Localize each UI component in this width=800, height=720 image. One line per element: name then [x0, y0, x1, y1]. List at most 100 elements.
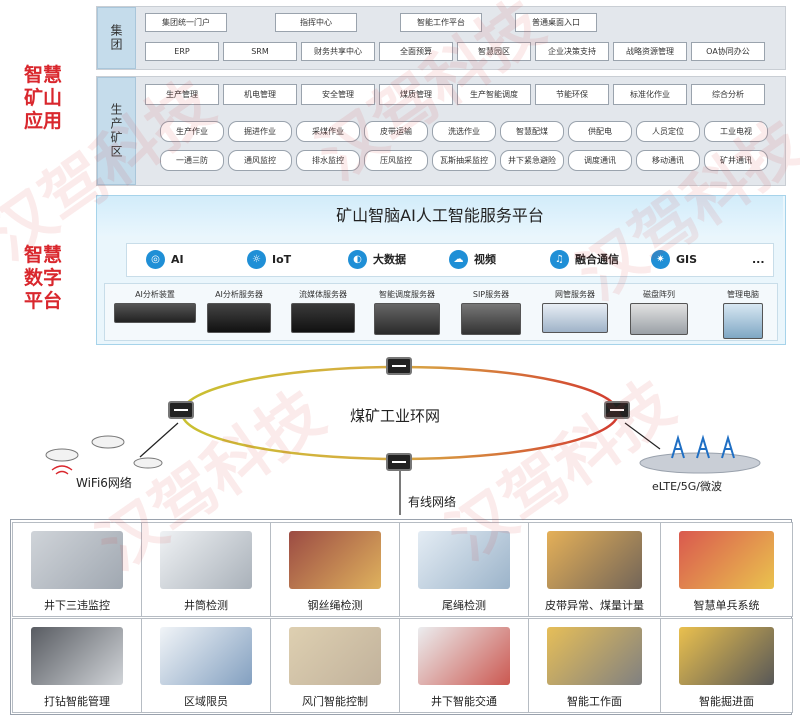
device-label: 智能调度服务器	[379, 290, 435, 299]
capability-label: GIS	[676, 252, 698, 266]
wireless-base	[639, 452, 761, 474]
wifi-label: WiFi6网络	[76, 476, 132, 490]
ai-capability-item: ☼ IoT	[247, 249, 291, 269]
mine-app-box: 生产智能调度	[457, 84, 531, 105]
application-label: 区域限员	[184, 695, 228, 708]
application-image	[160, 531, 252, 589]
group-app-box: 智能工作平台	[400, 13, 482, 32]
group-app-box: 全面预算	[379, 42, 453, 61]
device-item: AI分析装置	[112, 289, 198, 323]
capability-label: 融合通信	[575, 253, 619, 266]
device-label: AI分析装置	[135, 290, 175, 299]
device-image	[630, 303, 688, 335]
device-image	[723, 303, 763, 339]
mine-process-box: 皮带运输	[364, 121, 428, 142]
device-image	[207, 303, 271, 333]
device-label: 磁盘阵列	[643, 290, 675, 299]
device-label: SIP服务器	[472, 290, 510, 299]
bottom-application-cell: 钢丝绳检测	[270, 522, 400, 617]
mine-process-box: 移动通讯	[636, 150, 700, 171]
application-label: 智能掘进面	[699, 695, 754, 708]
mine-process-box: 调度通讯	[568, 150, 632, 171]
capability-icon: ♫	[550, 249, 569, 269]
capability-icon: ◐	[348, 249, 367, 269]
mine-app-box: 综合分析	[691, 84, 765, 105]
application-label: 尾绳检测	[442, 599, 486, 612]
group-app-box: OA协同办公	[691, 42, 765, 61]
application-image	[418, 531, 510, 589]
mine-app-box: 生产管理	[145, 84, 219, 105]
group-app-box: 企业决策支持	[535, 42, 609, 61]
application-image	[160, 627, 252, 685]
application-label: 打钻智能管理	[44, 695, 110, 708]
device-image	[291, 303, 355, 333]
capability-label: AI	[171, 252, 184, 266]
ring-switch-right	[604, 401, 630, 419]
application-image	[31, 531, 123, 589]
bottom-application-cell: 智能掘进面	[660, 618, 793, 713]
application-label: 井下智能交通	[431, 695, 497, 708]
bottom-application-cell: 皮带异常、煤量计量	[528, 522, 661, 617]
capability-label: 大数据	[373, 253, 406, 266]
device-image	[374, 303, 440, 335]
wireless-label: eLTE/5G/微波	[652, 480, 722, 493]
bottom-application-cell: 区域限员	[141, 618, 271, 713]
mine-label: 生产矿区	[97, 77, 136, 185]
group-app-box: 集团统一门户	[145, 13, 227, 32]
application-label: 井下三违监控	[44, 599, 110, 612]
application-label: 井筒检测	[184, 599, 228, 612]
device-item: AI分析服务器	[196, 289, 282, 333]
application-label: 智能工作面	[567, 695, 622, 708]
application-image	[418, 627, 510, 685]
application-image	[289, 531, 381, 589]
group-app-box: 战略资源管理	[613, 42, 687, 61]
application-image	[679, 627, 774, 685]
mine-process-box: 人员定位	[636, 121, 700, 142]
wired-label: 有线网络	[408, 495, 457, 509]
device-image	[542, 303, 608, 333]
ring-network-label: 煤矿工业环网	[350, 407, 441, 425]
ai-capability-item: ...	[752, 249, 765, 269]
capability-icon: ✷	[651, 249, 670, 269]
application-label: 风门智能控制	[302, 695, 368, 708]
group-label: 集团	[97, 7, 136, 69]
mine-app-box: 煤质管理	[379, 84, 453, 105]
bottom-application-cell: 智能工作面	[528, 618, 661, 713]
mine-process-box: 智慧配煤	[500, 121, 564, 142]
capability-label: ...	[752, 252, 765, 266]
ai-capability-item: ✷ GIS	[651, 249, 697, 269]
wifi-signal-icon	[51, 465, 73, 475]
mine-app-box: 标准化作业	[613, 84, 687, 105]
capability-label: 视频	[474, 253, 496, 266]
bottom-application-cell: 井下智能交通	[399, 618, 529, 713]
device-item: SIP服务器	[448, 289, 534, 335]
mine-process-box: 采煤作业	[296, 121, 360, 142]
mine-process-box: 通风监控	[228, 150, 292, 171]
capability-label: IoT	[272, 252, 292, 266]
antenna-icon	[671, 434, 735, 459]
apps-section-title: 智慧矿山应用	[23, 64, 62, 132]
bottom-application-cell: 井筒检测	[141, 522, 271, 617]
mine-process-box: 排水监控	[296, 150, 360, 171]
application-image	[547, 627, 642, 685]
group-app-box: 智慧园区	[457, 42, 531, 61]
group-app-box: 指挥中心	[275, 13, 357, 32]
group-app-box: SRM	[223, 42, 297, 61]
device-item: 管理电脑	[700, 289, 786, 339]
group-app-box: 财务共享中心	[301, 42, 375, 61]
capability-icon: ☼	[247, 249, 266, 269]
device-label: AI分析服务器	[215, 290, 263, 299]
mine-process-box: 供配电	[568, 121, 632, 142]
application-label: 钢丝绳检测	[307, 599, 363, 612]
device-item: 磁盘阵列	[616, 289, 702, 335]
bottom-application-cell: 打钻智能管理	[12, 618, 142, 713]
mine-app-box: 安全管理	[301, 84, 375, 105]
capability-icon: ☁	[449, 249, 468, 269]
group-app-box: ERP	[145, 42, 219, 61]
ring-switch-bottom	[386, 453, 412, 471]
ai-capability-item: ◎AI	[146, 249, 184, 269]
bottom-application-cell: 井下三违监控	[12, 522, 142, 617]
ring-to-wifi-link	[139, 422, 179, 458]
group-app-box: 普通桌面入口	[515, 13, 597, 32]
platform-title: 矿山智脑AI人工智能服务平台	[97, 196, 783, 236]
